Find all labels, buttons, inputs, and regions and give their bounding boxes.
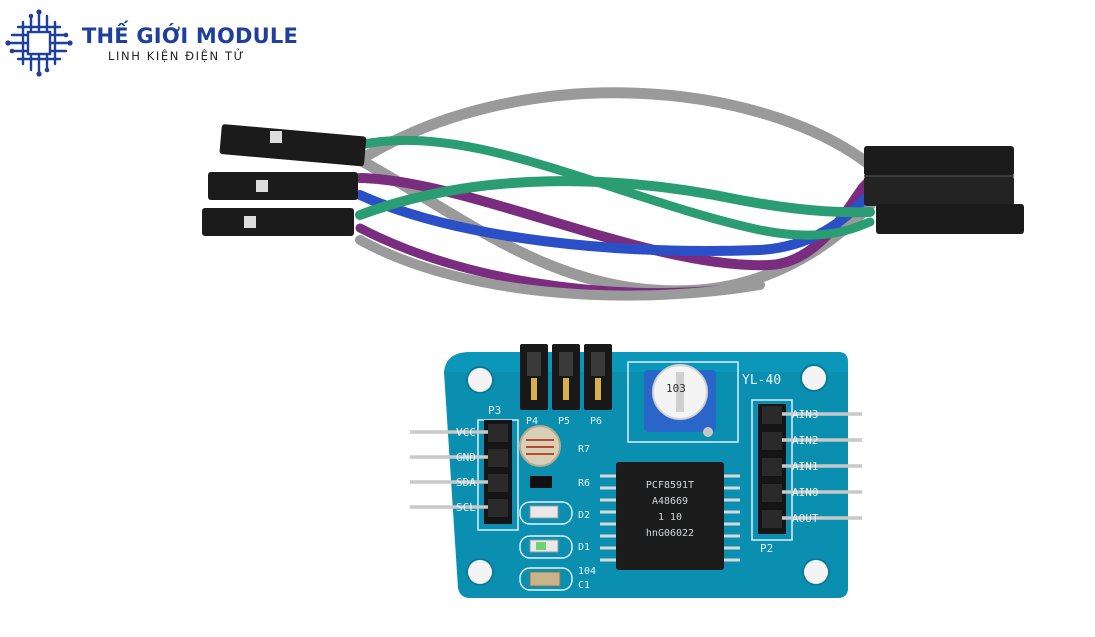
brand-logo: THẾ GIỚI MODULE LINH KIỆN ĐIỆN TỬ [4,8,298,78]
left-pin-label: SDA [456,476,476,489]
jumper-label: P6 [590,416,602,427]
silkscreen-labels: YL-40 VCC GND SDA SCL P3 AIN3 AIN2 AIN1 … [456,373,819,591]
left-pin-label: GND [456,451,476,464]
pot-label: 103 [666,382,686,395]
right-header [758,404,862,534]
right-pin-label: AIN1 [792,460,819,473]
chip-line-3: 1 10 [658,512,682,523]
brand-title: THẾ GIỚI MODULE [82,24,299,48]
chip-line-2: A48669 [652,496,688,507]
circuit-chip-icon [5,9,73,77]
pcf8591-chip: PCF8591T A48669 1 10 hnG06022 [600,462,740,570]
left-pin-label: SCL [456,501,476,514]
board-model-label: YL-40 [742,373,781,388]
right-pin-label: AOUT [792,512,819,525]
right-header-label: P2 [760,542,773,555]
smd-components [529,476,561,587]
jumper-label: P5 [558,416,570,427]
right-pin-label: AIN2 [792,434,819,447]
jumper-label: P4 [526,416,538,427]
component-label: 104 [578,566,596,577]
right-pin-label: AIN0 [792,486,819,499]
component-label: R6 [578,478,590,489]
chip-line-4: hnG06022 [646,528,694,539]
right-pin-label: AIN3 [792,408,819,421]
left-header-label: P3 [488,404,501,417]
left-connectors [202,124,367,236]
potentiometer [644,364,716,437]
left-pin-label: VCC [456,426,476,439]
ribbon-cable [354,87,876,301]
right-connectors [864,146,1024,234]
component-label: C1 [578,580,590,591]
photoresistor [519,425,561,467]
jumper-blocks [520,344,612,410]
component-label: D2 [578,510,590,521]
chip-line-1: PCF8591T [646,480,694,491]
left-header [410,420,512,524]
brand-subtitle: LINH KIỆN ĐIỆN TỬ [108,49,246,63]
component-label: R7 [578,444,590,455]
component-label: D1 [578,542,590,553]
